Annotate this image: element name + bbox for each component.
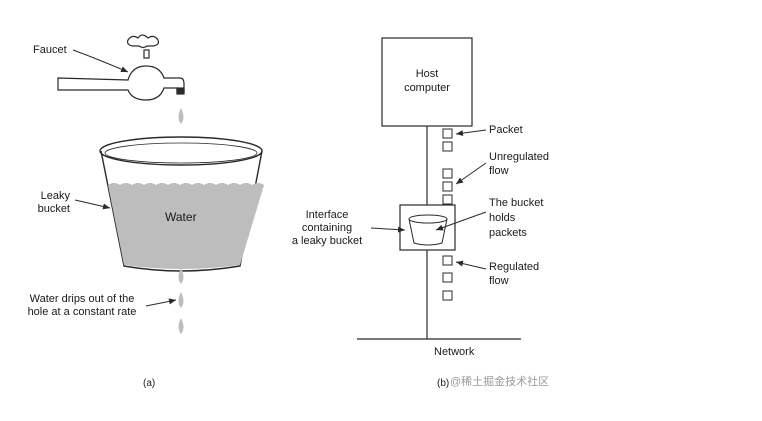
bucket-arrow [74,199,111,210]
network-label: Network [434,346,475,358]
packet [442,194,453,205]
packet-arrow [455,129,487,137]
holds-label-line3: packets [489,227,527,239]
regulated-label-line2: flow [489,275,509,287]
drips-label-line2: hole at a constant rate [27,306,137,318]
holds-label-line2: holds [489,212,516,224]
packets [442,128,453,301]
watermark: @稀土掘金技术社区 [450,376,550,388]
interface-label-line3: a leaky bucket [291,235,363,247]
packet [442,290,453,301]
unregulated-arrow [455,162,487,185]
water-drop-icon [178,268,184,284]
water-drop-icon [178,318,184,334]
leaky-bucket-label-line1: Leaky [40,190,70,202]
packet [442,255,453,266]
leaky-bucket-label-line2: bucket [37,203,70,215]
faucet [57,34,185,101]
unregulated-label-line2: flow [489,165,509,177]
interface-label-line2: containing [301,222,353,234]
dripping-water [178,268,184,334]
faucet-arrow [72,49,129,73]
faucet-label: Faucet [33,44,67,56]
water-drop-icon [178,292,184,308]
caption-a: (a) [143,378,156,389]
host-computer [381,37,473,127]
bucket-holds-arrow [435,211,487,231]
water-label: Water [165,210,197,224]
caption-b: (b) [437,378,450,389]
water-drop-icon [178,108,184,124]
regulated-arrow [455,260,487,270]
packet [442,128,453,139]
interface-arrow [370,226,406,233]
packet-label: Packet [489,124,523,136]
drips-arrow [145,298,177,307]
regulated-label-line1: Regulated [489,261,540,273]
leaky-bucket [99,136,264,272]
drips-label-line1: Water drips out of the [29,293,135,305]
packet [442,141,453,152]
interface-box [399,204,456,251]
host-label-line1: Host [415,68,439,80]
host-label-line2: computer [404,82,450,94]
packet [442,168,453,179]
packet [442,181,453,192]
packet [442,272,453,283]
holds-label-line1: The bucket [489,197,544,209]
interface-label-line1: Interface [305,209,349,221]
unregulated-label-line1: Unregulated [489,151,549,163]
